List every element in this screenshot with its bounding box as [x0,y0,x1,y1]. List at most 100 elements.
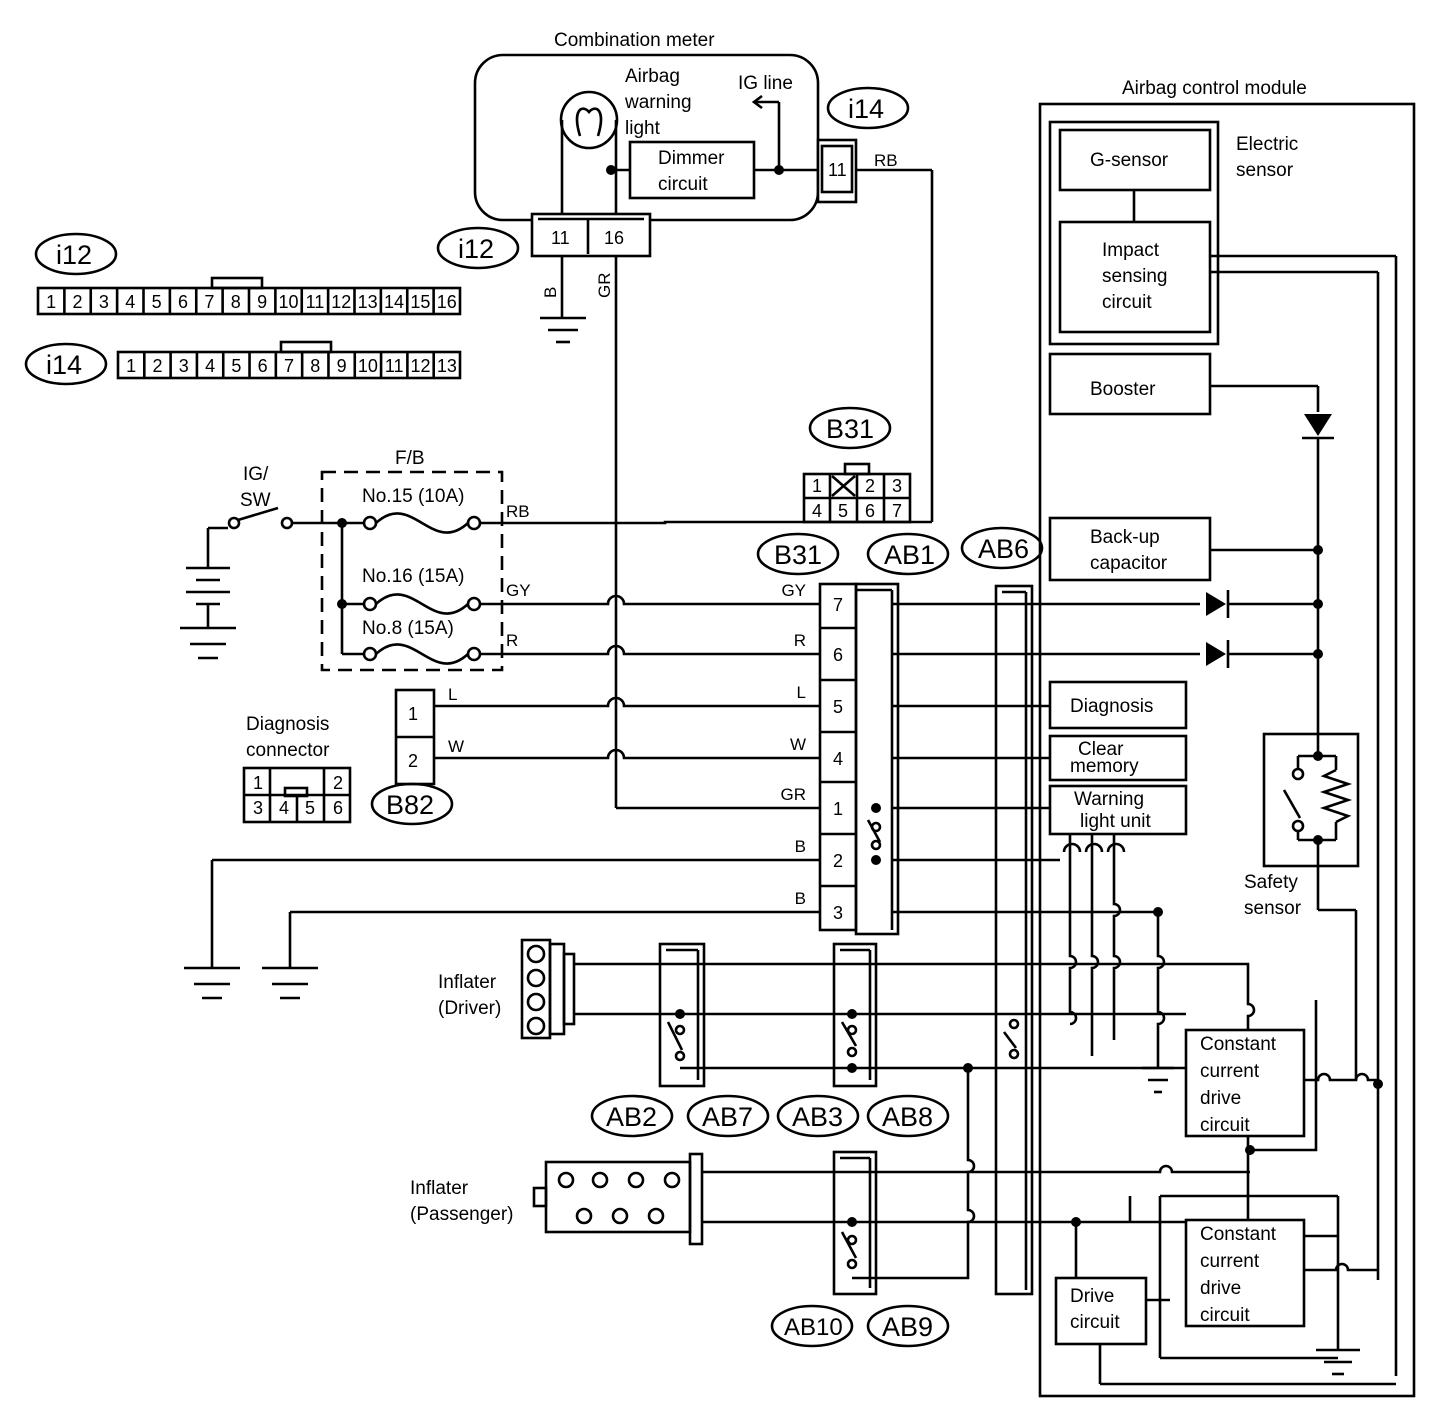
b31-wire-color-label: B [795,889,806,908]
wire-color-w: W [448,737,464,756]
ab1-short-spring-icon [866,803,882,865]
b31-face-pin: 4 [812,501,822,521]
impact-sensing-label: Impact [1102,240,1160,261]
clear-memory-box [1048,734,1188,782]
i12-face-pin: 6 [178,292,188,312]
inflater-passenger-label-2: (Passenger) [410,1204,514,1225]
safety-sensor-box [1262,732,1360,868]
booster-box [1048,352,1212,416]
dimmer-circuit-box [628,140,756,200]
i12-pin-11: 11 [551,228,570,248]
fuse-no15-label: No.15 (10A) [362,486,464,507]
svg-text:AB6: AB6 [978,534,1029,564]
airbag-control-module-outline [1038,102,1416,1398]
i12-face-pin: 10 [279,292,299,312]
impact-sensing-circuit-box [1058,220,1212,334]
b31-face-pin: 3 [892,476,902,496]
ground-icon [540,316,586,344]
b31-face-pin: 5 [838,501,848,521]
electric-sensor-label: Electric [1236,134,1298,155]
i14-face-pin: 12 [411,356,431,376]
svg-text:current: current [1200,1061,1260,1082]
fuse-no15-icon [342,512,482,534]
ground-icon-b31-pin3 [262,966,318,1000]
safety-sensor-label-2: sensor [1244,898,1302,919]
wire-color-gr-meter: GR [595,273,614,299]
b31-wire-color-label: GY [781,581,806,600]
inflater-passenger-icon [532,1152,704,1246]
i14-face-pin: 6 [258,356,268,376]
ab2-short-spring-icon [666,1009,686,1062]
i14-face-pin: 1 [126,356,136,376]
svg-text:B31: B31 [774,540,822,570]
ground-icon-module-2 [1316,1348,1360,1376]
safety-sensor-switch-icon [1282,754,1318,842]
ab10-short-spring-icon [840,1217,858,1270]
diagnosis-face-pin: 3 [253,798,263,818]
ab8-tag [866,1094,950,1138]
ig-sw-label: IG/ [243,464,269,485]
i14-face-pin: 9 [337,356,347,376]
constant-current-drive-circuit-2 [1184,1218,1306,1328]
svg-text:current: current [1200,1251,1260,1272]
diagnosis-face-pin: 4 [279,798,289,818]
i14-face-tag [24,342,108,386]
ground-icon-battery [180,626,236,660]
warning-unit-lead-coils [1062,842,1126,853]
warning-lamp-icon [559,90,619,214]
i12-pin-16: 16 [604,228,624,248]
drive-circuit-label-2: circuit [1070,1312,1120,1333]
constant-current-drive-circuit-1 [1184,1028,1306,1138]
i12-face-pin: 5 [152,292,162,312]
wire-color-rb-meter: RB [874,151,898,170]
warning-light-unit-label-2: light unit [1080,811,1151,832]
diagnosis-label: Diagnosis [1070,696,1153,717]
svg-text:AB1: AB1 [884,540,935,570]
ab3-ab8-connector [832,942,878,1088]
svg-text:AB3: AB3 [792,1102,843,1132]
fuse-box-label: F/B [395,448,425,469]
svg-text:i14: i14 [848,94,884,124]
booster-diode-icon [1302,414,1334,440]
gy-diode-icon [1206,590,1230,618]
dimmer-circuit-label-2: circuit [658,174,708,195]
b31-wire-color-label: L [797,683,806,702]
b82-pin-1: 1 [408,704,418,724]
i12-face-pin: 2 [73,292,83,312]
i12-face-pin: 7 [204,292,214,312]
diagnosis-connector-label: Diagnosis [246,714,329,735]
dimmer-circuit-label: Dimmer [658,148,725,169]
combination-meter-title: Combination meter [554,30,715,51]
svg-text:drive: drive [1200,1278,1241,1299]
i12-face-tag [34,232,118,276]
ab3-tag [776,1094,860,1138]
ig-line-label: IG line [738,73,793,94]
drive-circuit-label: Drive [1070,1286,1114,1307]
i12-face-pin: 4 [125,292,135,312]
airbag-warning-light-label-3: light [625,118,661,139]
impact-sensing-label-3: circuit [1102,292,1152,313]
warning-light-unit-label: Warning [1074,789,1144,810]
i14-face-pin: 13 [437,356,457,376]
i12-connector [530,212,652,258]
b31-connector [818,582,858,932]
b31-pin: 5 [833,697,843,717]
i14-face-pin: 11 [385,356,404,376]
ab6-tag [960,526,1044,570]
impact-sensing-label-2: sensing [1102,266,1168,287]
svg-text:i14: i14 [46,350,82,380]
i14-face-pin: 5 [231,356,241,376]
fuse-box-outline [320,470,504,672]
b31-face-tag [808,406,892,450]
svg-text:AB10: AB10 [784,1314,843,1341]
b31-face-pin: 6 [865,501,875,521]
b31-pin: 7 [833,595,843,615]
svg-text:Constant: Constant [1200,1224,1277,1245]
i12-face-pin: 16 [437,292,457,312]
safety-sensor-label: Safety [1244,872,1298,893]
wire-color-gy: GY [506,581,531,600]
ab2-ab7-connector [658,942,706,1088]
i14-face-pin: 10 [358,356,378,376]
